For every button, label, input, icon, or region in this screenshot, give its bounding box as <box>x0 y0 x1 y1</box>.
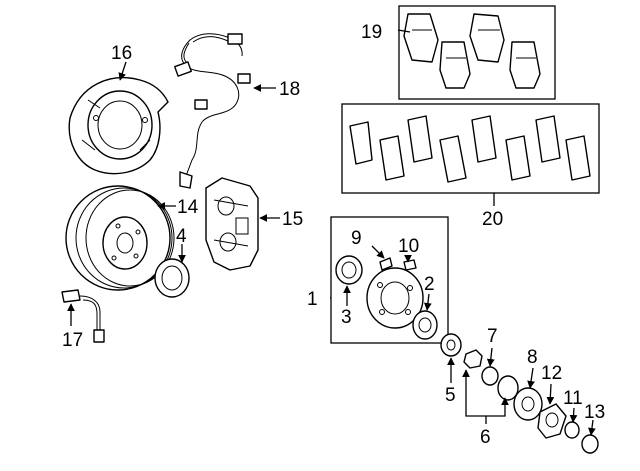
callout-14: 14 <box>177 197 199 218</box>
caliper-drawing <box>205 177 259 271</box>
hub-assembly-box <box>330 216 449 344</box>
callout-16: 16 <box>111 43 132 64</box>
dust-shield-drawing <box>68 77 169 175</box>
callout-10: 10 <box>398 236 419 257</box>
callout-9: 9 <box>351 228 362 249</box>
callout-11: 11 <box>563 388 583 409</box>
callout-18: 18 <box>279 79 300 100</box>
callout-2: 2 <box>424 274 435 295</box>
brake-pads-drawing <box>403 13 541 89</box>
callout-20: 20 <box>482 209 503 230</box>
washers-and-nuts-drawing <box>440 333 599 454</box>
brake-rotor-drawing <box>65 185 175 291</box>
callout-4: 4 <box>176 226 187 247</box>
brake-hose-drawing <box>61 289 105 343</box>
callout-1: 1 <box>307 289 318 310</box>
leader-lines <box>67 29 596 436</box>
pad-hardware-drawing <box>349 115 591 183</box>
callout-17: 17 <box>62 330 83 351</box>
pad-kit-box <box>398 5 556 100</box>
callout-3: 3 <box>341 307 352 328</box>
callout-5: 5 <box>445 385 456 406</box>
bearing-left-drawing <box>154 258 190 298</box>
hardware-kit-box <box>341 103 600 194</box>
hub-assembly-drawing <box>335 255 438 340</box>
callout-15: 15 <box>282 209 303 230</box>
callout-8: 8 <box>527 347 538 368</box>
callout-12: 12 <box>541 363 562 384</box>
abs-sensor-wire-drawing <box>174 33 251 189</box>
callout-7: 7 <box>487 326 498 347</box>
callout-19: 19 <box>361 22 382 43</box>
callout-6: 6 <box>480 427 491 448</box>
callout-13: 13 <box>584 402 605 423</box>
